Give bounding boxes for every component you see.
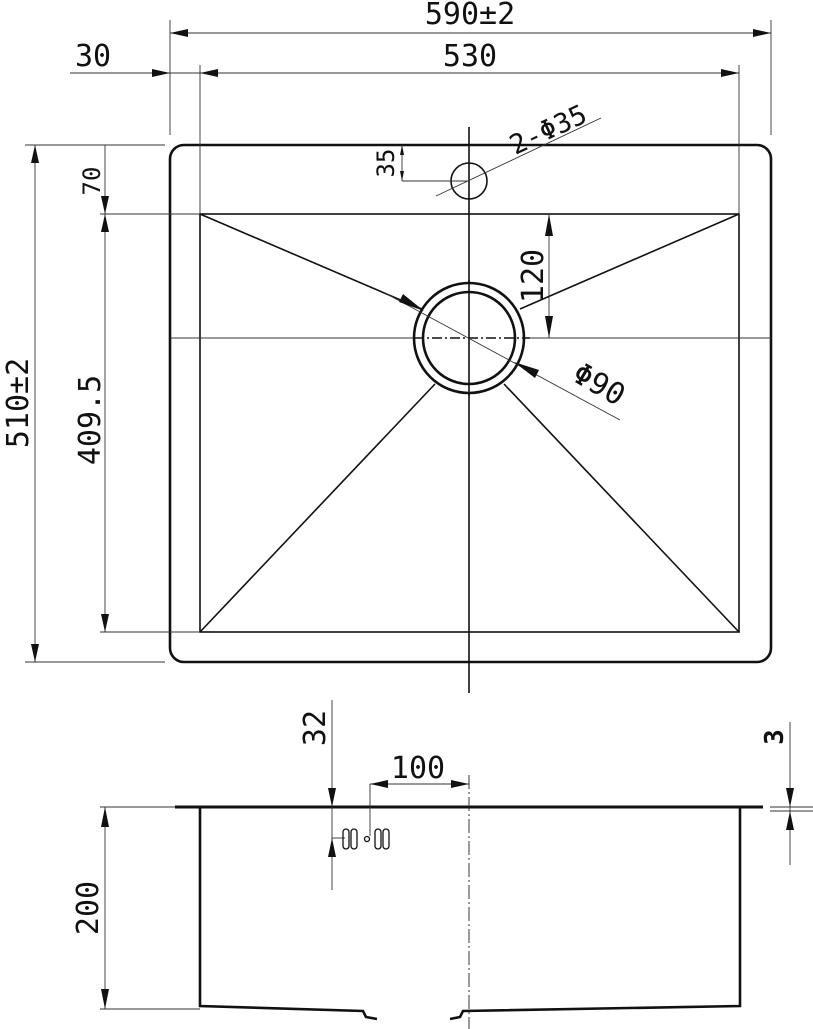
slope-line: [519, 213, 740, 310]
leader-drain: [384, 292, 621, 421]
label-overall-depth: 510±2: [1, 358, 36, 448]
label-offset: 30: [75, 39, 111, 74]
label-bowl-height: 200: [71, 881, 106, 935]
label-drain-diameter: Φ90: [567, 356, 631, 413]
label-rim-depth: 70: [78, 167, 106, 196]
label-bowl-width: 530: [443, 39, 497, 74]
slope-line: [503, 383, 740, 633]
top-view: 590±2 30 530 510±2 70 409.5 120 35 2-Φ35…: [1, 0, 773, 693]
label-overflow-offset: 32: [298, 710, 333, 746]
leader-tap-holes: [435, 117, 602, 197]
label-bowl-depth: 409.5: [73, 375, 108, 465]
label-overflow-distance: 100: [391, 751, 445, 786]
overflow-slots: [342, 828, 390, 850]
bowl-profile-right: [449, 807, 742, 1021]
outer-rim: [168, 143, 773, 664]
label-tap-holes: 2-Φ35: [505, 99, 592, 161]
bowl-profile-left: [198, 807, 378, 1021]
slope-line: [199, 383, 436, 633]
label-drain-offset: 120: [516, 249, 551, 303]
side-view: 200 32 100 3: [71, 700, 813, 1029]
label-tap-hole-offset: 35: [372, 149, 400, 178]
label-overall-width: 590±2: [425, 0, 515, 32]
label-rim-thickness: 3: [760, 729, 790, 745]
